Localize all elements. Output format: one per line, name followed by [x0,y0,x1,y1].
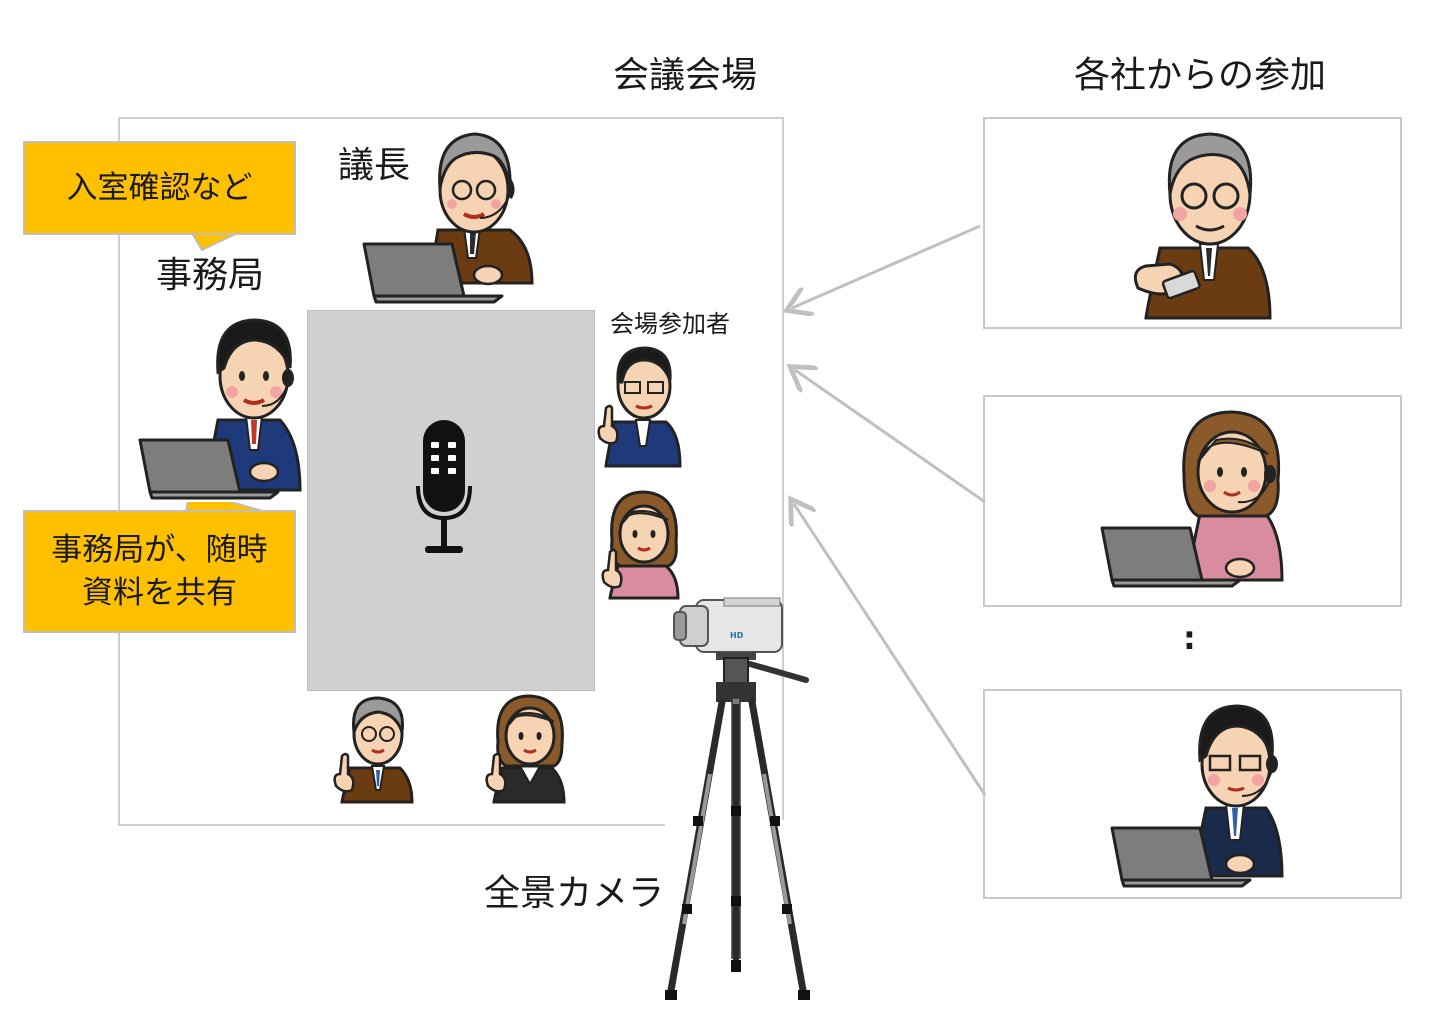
video-camera-icon: HD [665,597,810,1000]
remote-participant-2 [1100,410,1284,588]
callout-share-docs-text: 事務局が、随時 資料を共有 [51,531,268,611]
secretariat-label: 事務局 [156,255,265,296]
venue-participant-2 [601,490,680,600]
secretariat-person [138,312,305,502]
chair-label: 議長 [338,145,411,186]
arrow-1 [792,224,981,308]
venue-area [118,117,784,826]
arrow-3 [794,504,987,796]
more-participants-ellipsis: : [1183,619,1196,657]
camera-badge: HD [730,631,744,640]
remote-participant-3 [1110,704,1284,888]
callout-entry-check-text: 入室確認など [66,169,253,206]
callout-share-docs: 事務局が、随時 資料を共有 [23,510,296,633]
venue-participant-1 [597,346,682,468]
chair-person [362,132,534,304]
venue-title: 会議会場 [613,55,758,96]
venue-participants-label: 会場参加者 [610,310,730,338]
venue-participant-3 [333,696,414,804]
callout-entry-check: 入室確認など [23,141,296,235]
panorama-camera-label: 全景カメラ [484,873,665,914]
venue-participant-4 [485,694,566,804]
remote-title: 各社からの参加 [1074,55,1327,96]
arrow-2 [795,370,986,504]
microphone-icon [416,420,472,553]
remote-participant-1 [1133,132,1272,320]
